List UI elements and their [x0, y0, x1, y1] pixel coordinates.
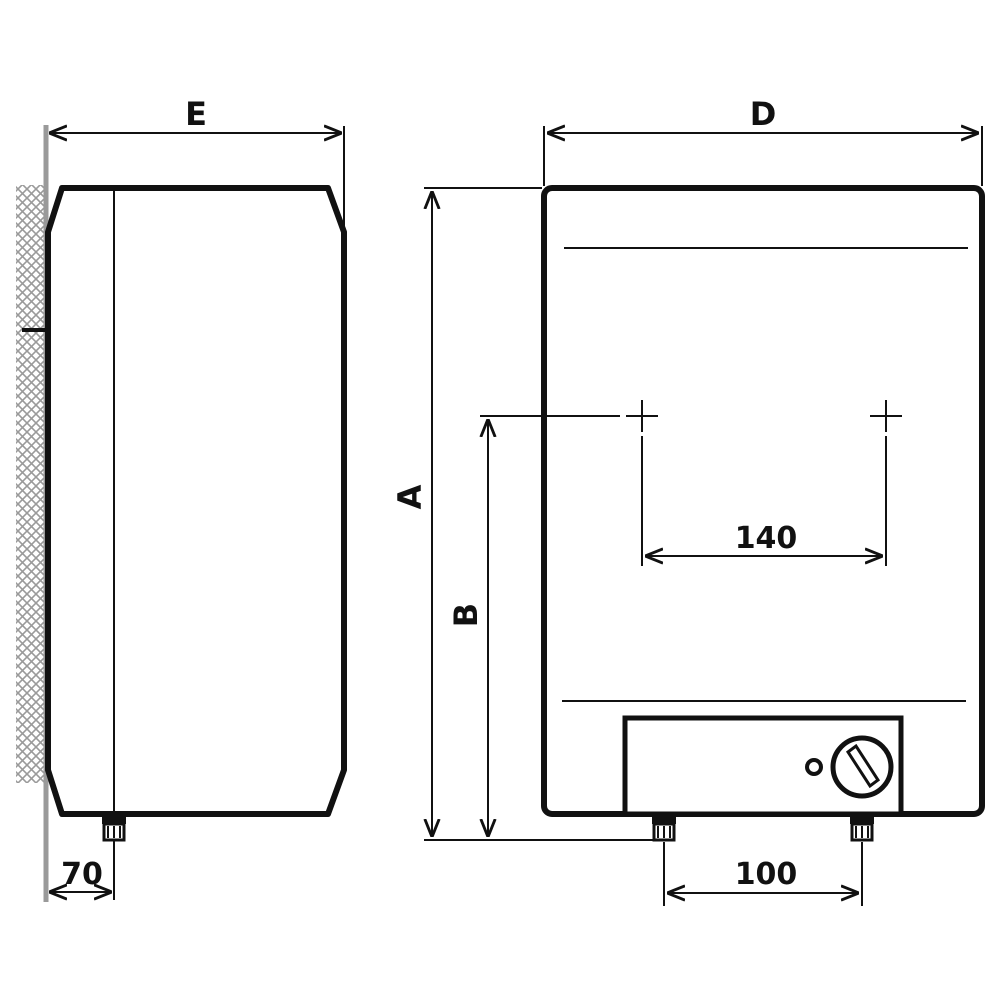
- side-pipe-connector: [102, 816, 126, 842]
- mounting-point-left: [626, 400, 658, 432]
- dimension-140: 140: [641, 436, 887, 566]
- wall-hatch: [16, 185, 46, 783]
- mounting-point-right: [870, 400, 902, 432]
- front-pipe-connector-left: [652, 816, 676, 842]
- dimension-b: B: [447, 415, 620, 837]
- front-pipe-connector-right: [850, 816, 874, 842]
- dimension-100: 100: [663, 842, 863, 906]
- dimension-70: 70: [49, 840, 115, 900]
- dimension-70-label: 70: [61, 857, 103, 892]
- side-view-body: [45, 185, 347, 817]
- dimension-a: A: [391, 187, 656, 841]
- dimension-e-label: E: [185, 95, 207, 133]
- dimension-140-label: 140: [735, 521, 798, 556]
- dimension-d: D: [543, 95, 983, 186]
- dimension-b-label: B: [447, 603, 485, 627]
- dimension-100-label: 100: [735, 857, 798, 892]
- side-view: [45, 185, 347, 842]
- thermostat-knob-icon: [830, 735, 894, 799]
- dimension-a-label: A: [391, 484, 429, 509]
- front-view: [541, 185, 985, 842]
- indicator-lamp-icon: [805, 758, 823, 776]
- dimension-d-label: D: [750, 95, 777, 133]
- dimension-e: E: [49, 95, 345, 230]
